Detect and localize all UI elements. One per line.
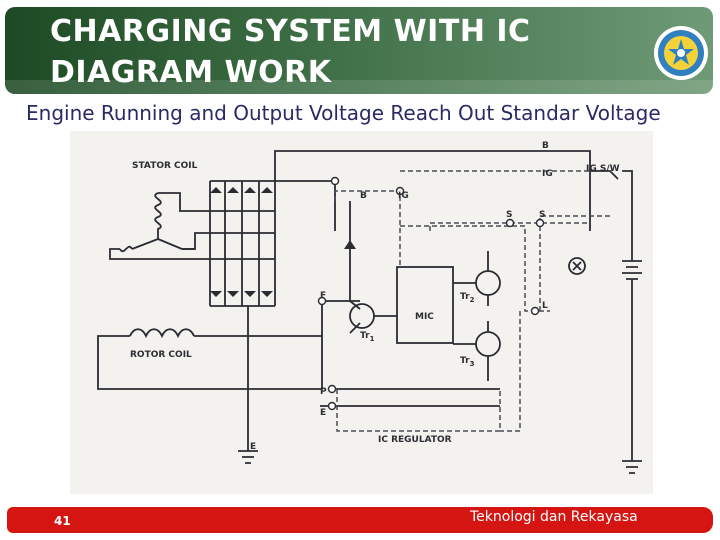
s-right-label: S — [539, 210, 545, 220]
rotor-coil-label: ROTOR COIL — [130, 350, 192, 360]
p-terminal-label: P — [320, 387, 327, 397]
tr2-label: Tr2 — [460, 292, 475, 304]
b-terminal-label: B — [360, 191, 367, 201]
ig-top-label: IG — [542, 169, 553, 179]
slide-subtitle: Engine Running and Output Voltage Reach … — [26, 101, 661, 125]
ig-switch-label: IG S/W — [586, 164, 620, 174]
mic-label: MIC — [415, 312, 434, 322]
f-terminal-label: F — [320, 291, 326, 301]
slide-title: CHARGING SYSTEM WITH IC DIAGRAM WORK — [50, 14, 531, 90]
page-number: 41 — [54, 514, 71, 528]
s-left-label: S — [506, 210, 512, 220]
e-ground-label: E — [250, 442, 256, 452]
title-banner: CHARGING SYSTEM WITH IC DIAGRAM WORK — [5, 7, 713, 94]
tr1-label: Tr1 — [360, 331, 375, 343]
l-terminal-label: L — [542, 301, 548, 311]
circuit-schematic: STATOR COIL ROTOR COIL IC REGULATOR MIC … — [97, 141, 642, 474]
ig-terminal-label: IG — [398, 191, 409, 201]
footer-text: Teknologi dan Rekayasa — [470, 509, 638, 525]
banner-highlight — [5, 80, 713, 94]
stator-coil-label: STATOR COIL — [132, 161, 198, 171]
ministry-logo-icon — [654, 26, 708, 80]
e-terminal-label: E — [320, 408, 326, 418]
footer-bar — [7, 507, 713, 533]
tr3-label: Tr3 — [460, 356, 475, 368]
ic-regulator-label: IC REGULATOR — [378, 435, 452, 445]
charging-circuit-diagram: STATOR COIL ROTOR COIL IC REGULATOR MIC … — [70, 131, 653, 494]
b-top-label: B — [542, 141, 549, 151]
